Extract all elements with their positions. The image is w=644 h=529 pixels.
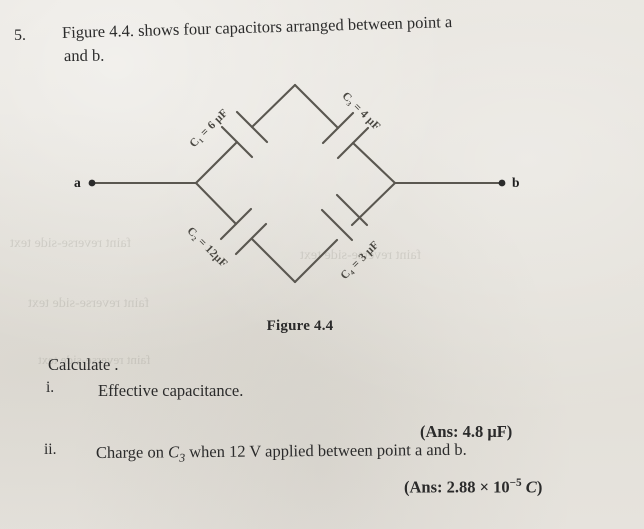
terminal-label-a: a (74, 175, 81, 190)
terminal-node-a (88, 179, 96, 187)
terminal-label-b: b (512, 175, 520, 190)
wire-upper-left-a (194, 140, 239, 185)
figure-caption: Figure 4.4 (266, 318, 334, 334)
answer-ii-exponent: −5 (509, 477, 522, 489)
item-ii-text-after: when 12 V applied between point a and b. (184, 439, 467, 462)
item-i-text: Effective capacitance. (98, 381, 244, 400)
wire-lower-right-a (293, 238, 339, 284)
wire-lower-left-b (250, 237, 297, 284)
answer-ii: (Ans: 2.88 × 10−5 C) (404, 477, 542, 498)
item-ii-variable-letter: C (168, 442, 180, 462)
answer-ii-prefix: (Ans: 2.88 × 10 (404, 477, 510, 497)
wire-lower-left-a (194, 181, 238, 226)
item-ii-variable: C3 (168, 442, 185, 464)
item-ii-text-before: Charge on (95, 442, 169, 462)
circuit-figure: a b C₁ = 6 μF C₃ = 4 μF C₂ = 12μF C₄ = 3… (0, 70, 644, 310)
capacitor-c4-plate-2 (335, 193, 369, 227)
item-ii-marker: ii. (44, 441, 57, 458)
calculate-heading: Calculate . (48, 355, 119, 374)
answer-i-text: (Ans: 4.8 μF) (420, 422, 513, 441)
capacitor-c4-plate-1 (320, 208, 354, 242)
answer-ii-unit: C (525, 477, 537, 497)
question-text: Figure 4.4. shows four capacitors arrang… (62, 12, 582, 67)
wire-upper-left-b (250, 83, 297, 129)
answer-ii-suffix: ) (536, 477, 543, 497)
question-number: 5. (14, 27, 26, 44)
wire-lower-right-b (350, 181, 397, 227)
question-line-1: Figure 4.4. shows four capacitors arrang… (61, 12, 453, 42)
item-ii-text: Charge on C3 when 12 V applied between p… (96, 440, 467, 467)
terminal-node-b (498, 179, 506, 187)
wire-upper-right-a (293, 83, 340, 130)
question-line-2: and b. (63, 45, 105, 65)
wire-upper-right-b (351, 141, 397, 185)
circuit-diagram-svg (88, 83, 506, 284)
item-i-marker: i. (46, 379, 55, 396)
